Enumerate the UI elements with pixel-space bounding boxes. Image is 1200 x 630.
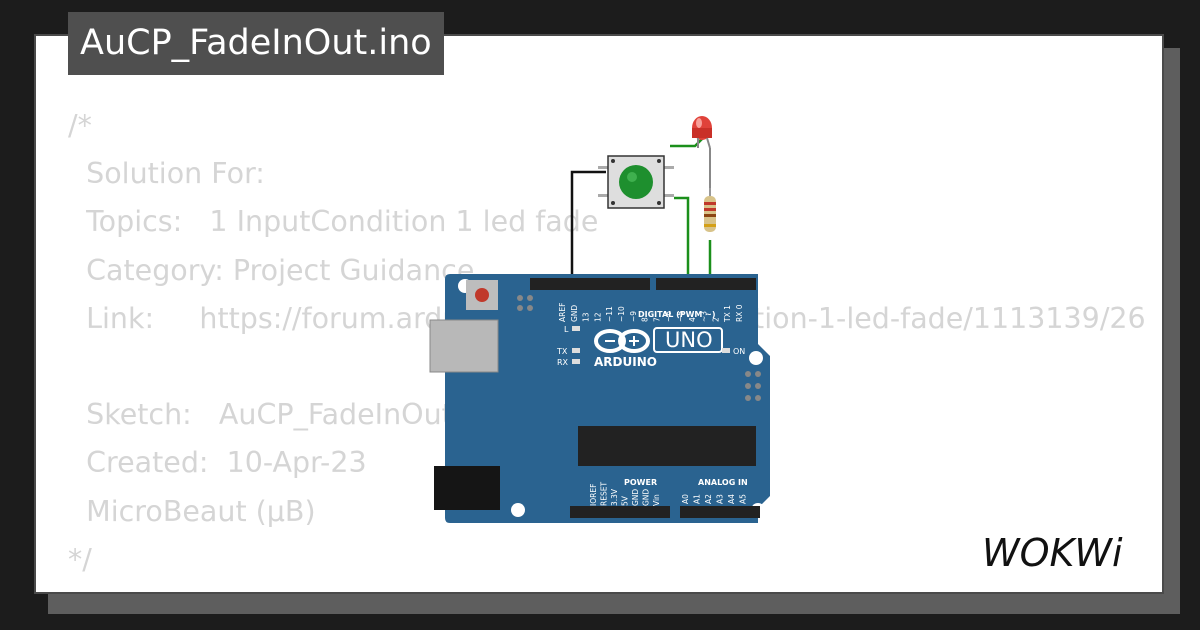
pin-label: RX 0 <box>735 304 744 322</box>
pin-label: 8 <box>641 317 650 322</box>
board-model-text: UNO <box>665 328 713 352</box>
pin-label: 2 <box>711 317 720 322</box>
pin-label: A5 <box>739 494 748 504</box>
led-l-label: L <box>564 325 569 334</box>
pin-label: A2 <box>704 494 713 504</box>
on-label: ON <box>733 347 745 356</box>
power-label: POWER <box>624 478 657 487</box>
code-line: /* <box>68 109 92 142</box>
pin-label: A1 <box>693 494 702 504</box>
pin-label: TX 1 <box>723 305 732 323</box>
arduino-logo-icon <box>594 329 650 353</box>
pin-label: Vin <box>652 494 661 506</box>
rx-label: RX <box>557 358 569 367</box>
code-line: Created: 10-Apr-23 <box>68 446 367 480</box>
pin-label: ~9 <box>629 311 638 322</box>
pin-label: GND <box>642 489 651 506</box>
pushbutton <box>598 155 674 209</box>
pin-label: ~5 <box>676 311 685 322</box>
digital-label: DIGITAL (PWM ~) <box>638 310 716 319</box>
pin-label: ~10 <box>617 306 626 322</box>
code-line: Sketch: AuCP_FadeInOut <box>68 398 453 432</box>
tx-label: TX <box>556 347 568 356</box>
project-title[interactable]: AuCP_FadeInOut.ino <box>68 12 444 75</box>
pin-label: 7 <box>652 317 661 322</box>
board-brand-text: ARDUINO <box>594 355 657 369</box>
pin-label: GND <box>631 489 640 506</box>
pin-label: GND <box>570 305 579 322</box>
led <box>692 116 712 149</box>
wokwi-logo[interactable]: WOKWi <box>978 528 1148 576</box>
pin-label: 3.3V <box>610 488 619 506</box>
pin-label: 4 <box>688 317 697 322</box>
code-line: MicroBeaut (µB) <box>68 494 316 528</box>
pin-label: IOREF <box>589 484 598 506</box>
wire-green-button <box>674 196 690 284</box>
analog-label: ANALOG IN <box>698 478 748 487</box>
pin-label: 13 <box>582 312 591 322</box>
pin-label: ~3 <box>700 311 709 322</box>
code-line: */ <box>68 542 92 576</box>
wokwi-logo-text: WOKWi <box>982 531 1123 575</box>
circuit-diagram: ARDUINO UNO DIGITAL (PWM ~) ON L TX RX P… <box>429 116 770 523</box>
pin-label: RESET <box>600 482 609 506</box>
code-preview: /* Solution For: Topics: 1 InputConditio… <box>68 102 1146 584</box>
pin-label: ~6 <box>664 311 673 322</box>
pin-label: ~11 <box>605 306 614 322</box>
wire-green-led <box>670 137 704 148</box>
pin-label: A0 <box>681 494 690 504</box>
pin-label: 12 <box>593 312 602 322</box>
resistor <box>704 188 716 232</box>
pin-label: A4 <box>727 494 736 504</box>
pin-label: A3 <box>716 494 725 504</box>
pin-label: 5V <box>621 495 630 506</box>
code-line: Solution For: <box>68 157 265 191</box>
wire-black <box>570 170 606 284</box>
pin-label: AREF <box>558 303 567 322</box>
code-line: Topics: 1 InputCondition 1 led fade <box>68 205 599 239</box>
